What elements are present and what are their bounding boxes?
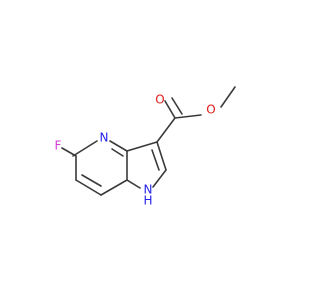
bond-c5-n4 bbox=[72, 140, 98, 157]
pyrrole-nh-h-label: H bbox=[143, 194, 152, 208]
bond-n4-c3a-inner bbox=[111, 148, 124, 157]
atom-labels: F N N H O O bbox=[55, 93, 216, 208]
bond-n1-c7a bbox=[126, 179, 141, 189]
bond-c3-c2 bbox=[156, 141, 167, 171]
bond-ccarbonyl-oester bbox=[174, 114, 202, 119]
bond-c3a-c3 bbox=[126, 141, 158, 152]
bond-c3-c2-inner bbox=[151, 149, 160, 171]
bond-carbonyl-o bbox=[164, 100, 176, 119]
bond-c7a-c7 bbox=[100, 179, 128, 196]
bond-n4-c3a bbox=[109, 140, 128, 152]
bond-c5-f bbox=[61, 147, 77, 157]
pyridine-nitrogen-label: N bbox=[100, 131, 109, 145]
carbonyl-oxygen-label: O bbox=[155, 93, 164, 107]
bond-c2-n1 bbox=[152, 169, 167, 188]
bond-c7-c6-inner bbox=[81, 174, 102, 187]
bond-oester-ch3 bbox=[220, 86, 236, 108]
bonds bbox=[61, 86, 236, 196]
fluorine-label: F bbox=[55, 139, 62, 153]
chemical-structure: F N N H O O bbox=[55, 86, 236, 208]
bond-c3-ccarbonyl bbox=[156, 117, 176, 143]
bond-c7-c6 bbox=[75, 179, 102, 196]
bond-carbonyl-o-inner bbox=[171, 97, 183, 115]
ester-oxygen-label: O bbox=[206, 103, 215, 117]
pyrrole-nh-n-label: N bbox=[144, 183, 153, 197]
